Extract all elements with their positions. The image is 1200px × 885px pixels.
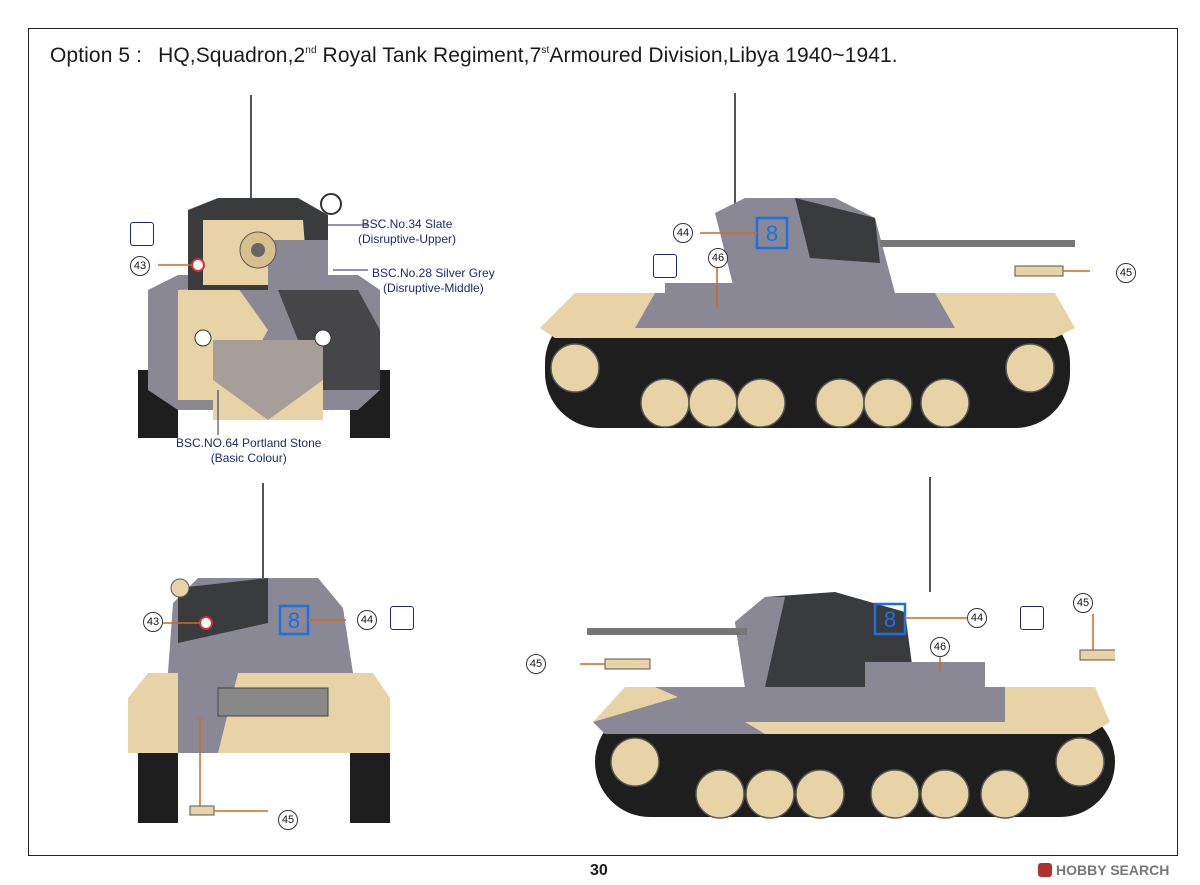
- callout-44-rear: 44: [357, 610, 377, 630]
- paint-icon-rear: [390, 606, 414, 630]
- portland-stone-sub: (Basic Colour): [210, 451, 287, 465]
- callout-45-left-b: 45: [1073, 593, 1093, 613]
- rear-view-drawing: 8: [128, 483, 390, 823]
- page-title: Option 5 : HQ,Squadron,2nd Royal Tank Reg…: [50, 44, 898, 68]
- left-main-gun: [587, 628, 747, 635]
- page-number: 30: [590, 862, 608, 879]
- front-decal-43: [191, 258, 205, 272]
- callout-44-left: 44: [967, 608, 987, 628]
- callout-45-rear: 45: [278, 810, 298, 830]
- silver-grey-name: BSC.No.28 Silver Grey: [372, 266, 495, 280]
- callout-43-rear: 43: [143, 612, 163, 632]
- left-turret-number: 8: [884, 607, 896, 632]
- left-road-wheels: [610, 737, 1105, 819]
- title-part-a: HQ,Squadron,2: [158, 44, 306, 67]
- title-part-b: Royal Tank Regiment,7: [316, 44, 542, 67]
- title-sup-a: nd: [305, 45, 317, 56]
- watermark-text: HOBBY SEARCH: [1056, 862, 1170, 878]
- callout-45-right: 45: [1116, 263, 1136, 283]
- slate-label: BSC.No.34 Slate (Disruptive-Upper): [358, 217, 456, 247]
- rear-exhaust: [217, 687, 329, 717]
- right-turret-number: 8: [766, 221, 778, 246]
- title-part-c: Armoured Division,Libya 1940~1941.: [549, 44, 898, 67]
- rear-turret-number: 8: [288, 608, 300, 633]
- left-side-view-drawing: 8: [580, 477, 1115, 819]
- title-sup-b: st: [541, 45, 550, 56]
- rear-decal-43: [199, 616, 213, 630]
- right-decal-45-preview: [1014, 265, 1064, 277]
- callout-46-left: 46: [930, 637, 950, 657]
- portland-stone-name: BSC.NO.64 Portland Stone: [176, 436, 322, 450]
- watermark: HOBBY SEARCH: [1038, 862, 1169, 878]
- paint-icon-front: [130, 222, 154, 246]
- option-label: Option 5 :: [50, 44, 143, 67]
- portland-stone-label: BSC.NO.64 Portland Stone (Basic Colour): [176, 436, 321, 466]
- right-road-wheels: [550, 343, 1055, 428]
- front-view-drawing: [138, 95, 390, 438]
- paint-icon-left: [1020, 606, 1044, 630]
- slate-name: BSC.No.34 Slate: [361, 217, 453, 231]
- right-side-view-drawing: 8: [540, 93, 1090, 428]
- callout-46-right: 46: [708, 248, 728, 268]
- left-turret-number-box: [873, 602, 907, 636]
- page-frame: [28, 28, 1178, 856]
- watermark-logo-icon: [1038, 863, 1052, 877]
- callout-44-right: 44: [673, 223, 693, 243]
- paint-icon-right: [653, 254, 677, 278]
- callout-43-front: 43: [130, 256, 150, 276]
- left-engine-deck: [865, 662, 985, 697]
- callout-45-left-a: 45: [526, 654, 546, 674]
- right-main-gun: [880, 240, 1075, 247]
- slate-sub: (Disruptive-Upper): [358, 232, 457, 246]
- silver-grey-label: BSC.No.28 Silver Grey (Disruptive-Middle…: [372, 266, 495, 296]
- silver-grey-sub: (Disruptive-Middle): [383, 281, 484, 295]
